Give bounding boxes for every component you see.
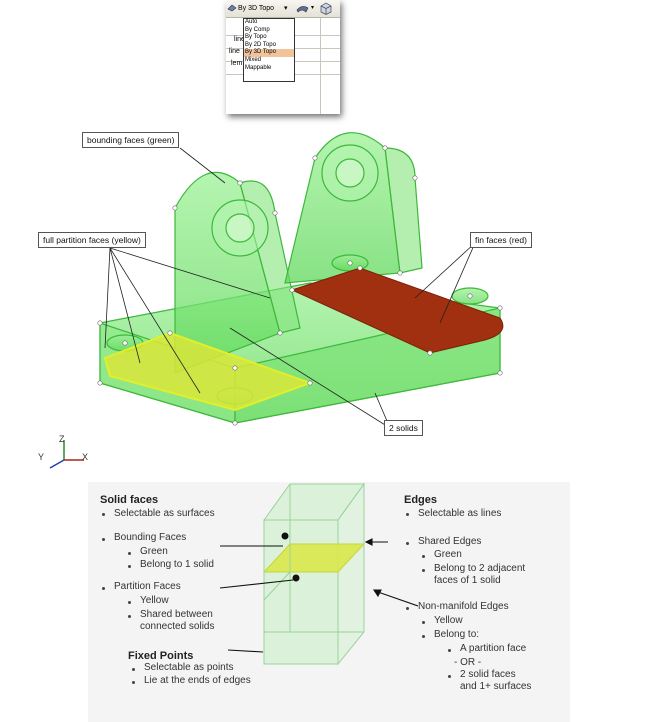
partition-face — [103, 331, 313, 412]
shared-edges-item: Green — [434, 549, 462, 560]
axis-triad-icon — [49, 440, 84, 469]
solid-faces-title: Solid faces — [100, 494, 159, 506]
shared-edges-title: Shared Edges — [418, 536, 482, 547]
shared-edges-item: Belong to 2 adjacent — [434, 563, 526, 574]
fixed-points-item: Lie at the ends of edges — [144, 675, 251, 686]
bounding-faces-item: Belong to 1 solid — [140, 559, 214, 570]
side-label: lem — [231, 60, 243, 67]
model-viewport[interactable]: bounding faces (green) full partition fa… — [30, 118, 630, 478]
fixed-points-item: Selectable as points — [144, 662, 234, 673]
nonmanifold-edges-item: Belong to: — [434, 629, 480, 640]
display-mode-toolbar: line line lem By 3D Topo ▾ ▾ Auto By Com… — [226, 0, 340, 114]
callout-bounding-faces: bounding faces (green) — [82, 132, 180, 148]
dropdown-option-by-2d-topo[interactable]: By 2D Topo — [245, 41, 276, 48]
partition-faces-item: connected solids — [140, 621, 215, 632]
chevron-down-icon[interactable]: ▾ — [311, 5, 315, 11]
dropdown-option-mappable[interactable]: Mappable — [245, 64, 272, 71]
partition-faces-item: Yellow — [140, 595, 169, 606]
callout-fin-faces: fin faces (red) — [470, 232, 532, 248]
nonmanifold-edges-item: - OR - — [454, 657, 482, 668]
solid-box-diagram — [262, 482, 418, 666]
edges-title: Edges — [404, 494, 438, 506]
bounding-faces-title: Bounding Faces — [114, 532, 187, 543]
side-label: line — [229, 48, 240, 55]
fixed-points-title: Fixed Points — [128, 650, 194, 662]
dropdown-option-by-comp[interactable]: By Comp — [245, 26, 270, 33]
side-label: line — [234, 36, 245, 43]
nonmanifold-edges-item: and 1+ surfaces — [460, 681, 532, 692]
nonmanifold-edges-title: Non-manifold Edges — [418, 601, 509, 612]
color-by-icon[interactable] — [227, 3, 237, 13]
dropdown-option-by-topo[interactable]: By Topo — [245, 34, 267, 41]
axis-y-label: Y — [38, 452, 45, 462]
topology-model-drawing — [97, 132, 504, 429]
nonmanifold-edges-item: Yellow — [434, 615, 463, 626]
dropdown-option-auto[interactable]: Auto — [245, 19, 258, 25]
axis-x-label: X — [82, 452, 89, 462]
toolbar-strip: By 3D Topo ▾ ▾ — [226, 0, 340, 18]
dropdown-option-mixed[interactable]: Mixed — [245, 56, 262, 63]
partition-faces-item: Shared between — [140, 609, 213, 620]
bounding-faces-item: Green — [140, 546, 168, 557]
color-mode-dropdown-list[interactable]: Auto By Comp By Topo By 2D Topo By 3D To… — [243, 18, 295, 82]
dropdown-option-by-3d-topo[interactable]: By 3D Topo — [244, 49, 294, 57]
edges-item: Selectable as lines — [418, 508, 502, 519]
topology-legend-panel: Solid faces Selectable as surfaces Bound… — [88, 482, 570, 722]
callout-partition-faces: full partition faces (yellow) — [38, 232, 146, 248]
partition-faces-title: Partition Faces — [114, 581, 181, 592]
fin-face — [290, 267, 504, 354]
callout-solids: 2 solids — [384, 420, 423, 436]
color-mode-combo[interactable]: By 3D Topo — [238, 5, 275, 12]
chevron-down-icon[interactable]: ▾ — [284, 5, 288, 12]
shared-edges-item: faces of 1 solid — [434, 575, 501, 586]
leader-arrows — [219, 545, 294, 653]
axis-z-label: Z — [59, 434, 65, 444]
nonmanifold-edges-item: 2 solid faces — [460, 669, 516, 680]
nonmanifold-edges-item: A partition face — [460, 643, 527, 654]
shading-icon[interactable] — [296, 3, 310, 14]
solid-faces-item: Selectable as surfaces — [114, 508, 215, 519]
cube-view-icon[interactable] — [319, 2, 332, 15]
